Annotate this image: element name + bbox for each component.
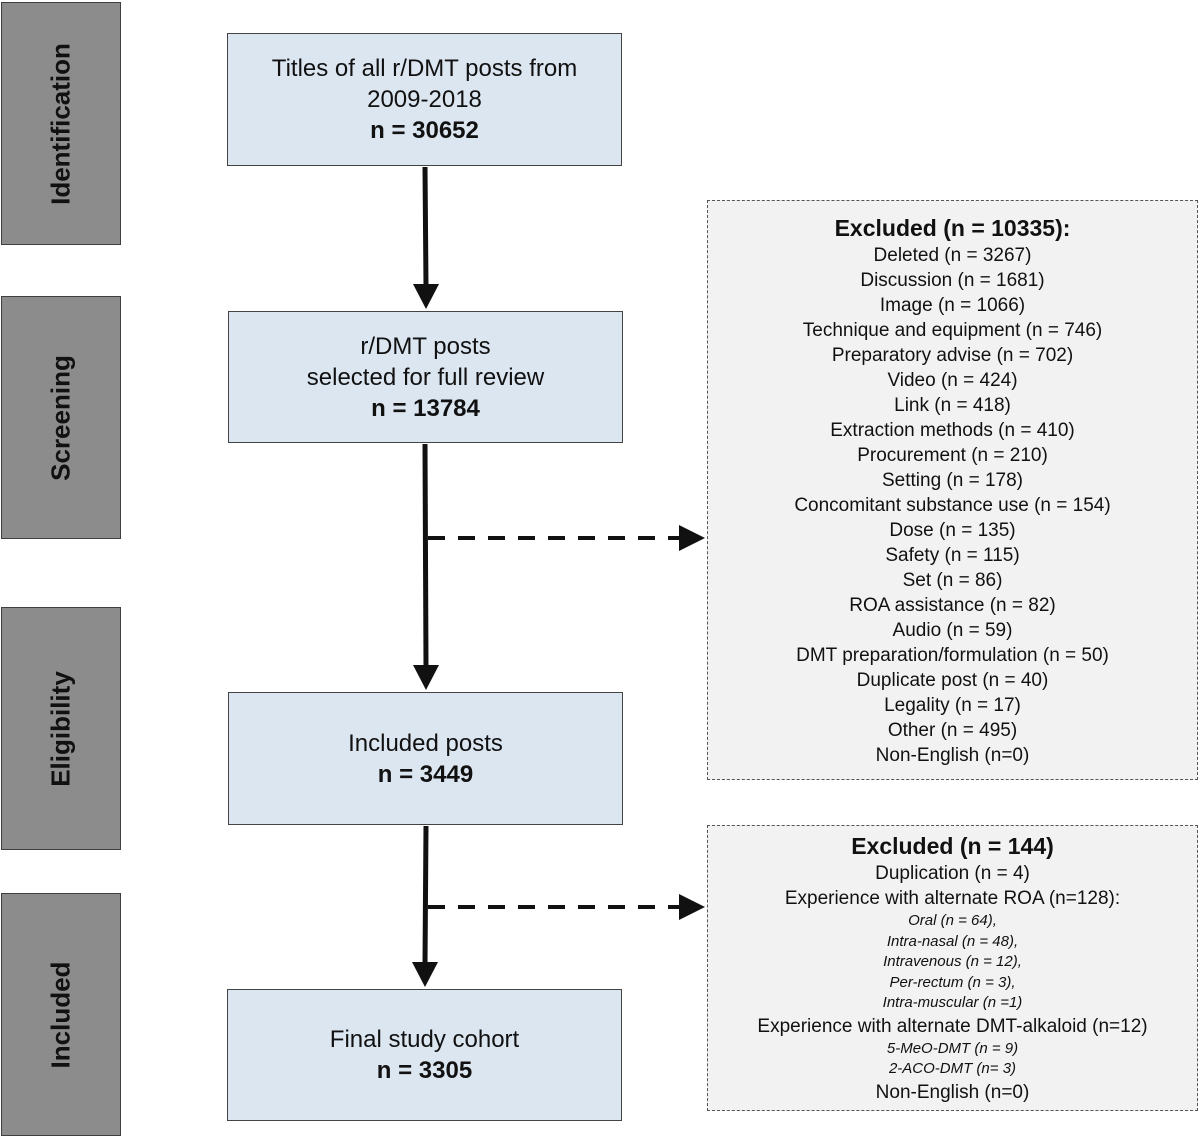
excluded-1-item: Non-English (n=0) <box>875 745 1030 766</box>
excluded-1-item: Discussion (n = 1681) <box>860 270 1045 291</box>
titles-box: Titles of all r/DMT posts from 2009-2018… <box>227 33 622 166</box>
excluded-1-item: Technique and equipment (n = 746) <box>802 320 1103 341</box>
excluded-1-item: Deleted (n = 3267) <box>873 245 1032 266</box>
excluded-2-roa-item: Per-rectum (n = 3), <box>889 973 1016 991</box>
stage-identification: Identification <box>1 2 121 245</box>
excluded-1-title: Excluded (n = 10335): <box>834 215 1071 241</box>
excluded-1-item: Safety (n = 115) <box>885 545 1020 566</box>
excluded-1-item: Audio (n = 59) <box>892 620 1013 641</box>
excluded-1-item: Dose (n = 135) <box>889 520 1016 541</box>
excluded-2-roa-item: Intravenous (n = 12), <box>883 953 1022 970</box>
titles-count: n = 30652 <box>370 117 479 144</box>
stage-screening: Screening <box>1 296 121 539</box>
final-cohort-line1: Final study cohort <box>329 1026 520 1053</box>
included-posts-box: Included posts n = 3449 <box>228 692 623 825</box>
excluded-2-roa-item: Oral (n = 64), <box>908 912 997 929</box>
excluded-2-non-english: Non-English (n=0) <box>875 1081 1030 1103</box>
stage-eligibility: Eligibility <box>1 607 121 850</box>
arrow-head <box>413 665 439 690</box>
excluded-1-item: Other (n = 495) <box>887 720 1018 741</box>
arrow-titles-to-selected <box>422 166 429 287</box>
arrow-head <box>413 284 439 309</box>
selected-line2: selected for full review <box>306 363 545 391</box>
excluded-1-item: Preparatory advise (n = 702) <box>831 345 1074 366</box>
excluded-1-item: Image (n = 1066) <box>879 295 1026 316</box>
excluded-1-item: Set (n = 86) <box>902 570 1003 591</box>
included-posts-count: n = 3449 <box>377 760 474 788</box>
excluded-1-item: Legality (n = 17) <box>884 695 1021 716</box>
arrow-head <box>679 525 705 551</box>
excluded-2-roa-item: Intra-nasal (n = 48), <box>886 932 1019 950</box>
excluded-2-duplication: Duplication (n = 4) <box>875 863 1030 884</box>
titles-line2: 2009-2018 <box>367 86 482 113</box>
excluded-1-item: Video (n = 424) <box>887 370 1018 391</box>
arrow-head <box>679 894 705 920</box>
excluded-2-alkaloid-item: 5-MeO-DMT (n = 9) <box>886 1039 1019 1057</box>
arrow-head <box>412 962 438 987</box>
arrow-included-to-final <box>422 825 429 965</box>
excluded-2-title: Excluded (n = 144) <box>851 833 1054 859</box>
excluded-2-roa-heading: Experience with alternate ROA (n=128): <box>784 888 1121 909</box>
excluded-2-alkaloid-heading: Experience with alternate DMT-alkaloid (… <box>757 1015 1148 1037</box>
final-cohort-count: n = 3305 <box>376 1057 473 1084</box>
stage-included: Included <box>1 893 121 1136</box>
selected-box: r/DMT posts selected for full review n =… <box>228 311 623 443</box>
excluded-1-item: Concomitant substance use (n = 154) <box>794 495 1111 516</box>
excluded-1-item: ROA assistance (n = 82) <box>849 595 1056 616</box>
excluded-box-2: Excluded (n = 144) Duplication (n = 4) E… <box>707 825 1198 1111</box>
arrow-selected-to-included <box>422 443 429 668</box>
included-posts-line1: Included posts <box>348 729 503 757</box>
excluded-2-roa-item: Intra-muscular (n =1) <box>882 994 1023 1011</box>
final-cohort-box: Final study cohort n = 3305 <box>227 989 622 1121</box>
excluded-1-item: Procurement (n = 210) <box>857 445 1048 466</box>
excluded-1-item: Duplicate post (n = 40) <box>856 670 1049 691</box>
excluded-1-item: Extraction methods (n = 410) <box>830 420 1075 441</box>
excluded-1-item: DMT preparation/formulation (n = 50) <box>796 645 1109 666</box>
selected-count: n = 13784 <box>371 394 480 422</box>
selected-line1: r/DMT posts <box>360 332 491 360</box>
excluded-1-item: Link (n = 418) <box>894 395 1011 416</box>
excluded-2-alkaloid-item: 2-ACO-DMT (n= 3) <box>888 1060 1017 1077</box>
excluded-box-1: Excluded (n = 10335): Deleted (n = 3267)… <box>707 200 1198 780</box>
excluded-1-item: Setting (n = 178) <box>881 470 1023 491</box>
titles-line1: Titles of all r/DMT posts from <box>271 55 578 82</box>
